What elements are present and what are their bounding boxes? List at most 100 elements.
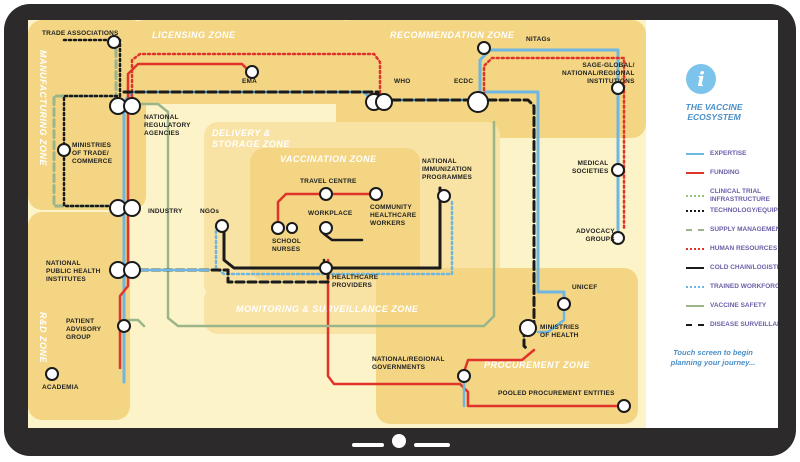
station-who-b bbox=[375, 93, 393, 111]
label-trade-associations[interactable]: TRADE ASSOCIATIONS bbox=[42, 30, 119, 37]
legend-label: DISEASE SURVEILLANCE bbox=[710, 321, 778, 328]
legend-item: EXPERTISE bbox=[686, 150, 746, 158]
legend-item: DISEASE SURVEILLANCE bbox=[686, 321, 778, 329]
label-ema[interactable]: EMA bbox=[242, 78, 258, 85]
station-community bbox=[369, 187, 383, 201]
station-workplace-b bbox=[271, 221, 285, 235]
station-ecdc bbox=[467, 91, 489, 113]
recommendation-zone bbox=[336, 20, 646, 138]
info-icon[interactable]: i bbox=[686, 64, 716, 94]
label-nip[interactable]: NATIONAL IMMUNIZATION PROGRAMMES bbox=[422, 158, 473, 181]
station-advocacy bbox=[611, 231, 625, 245]
touch-screen[interactable]: LICENSING ZONE RECOMMENDATION ZONE MANUF… bbox=[28, 20, 778, 428]
label-pooled-procurement[interactable]: POOLED PROCUREMENT ENTITIES bbox=[498, 390, 615, 397]
station-industry-b bbox=[123, 199, 141, 217]
label-medical-societies[interactable]: MEDICAL SOCIETIES bbox=[572, 160, 609, 175]
station-ministries-trade bbox=[57, 143, 71, 157]
legend-label: EXPERTISE bbox=[710, 150, 747, 157]
ecosystem-line-map bbox=[45, 35, 631, 413]
label-patient-advisory[interactable]: PATIENT ADVISORY GROUP bbox=[66, 318, 102, 341]
funding-line-2 bbox=[326, 258, 626, 408]
red-connector-line bbox=[462, 348, 536, 374]
legend-label: SUPPLY MANAGEMENT bbox=[710, 226, 778, 233]
legend-swatch bbox=[686, 248, 704, 250]
label-who[interactable]: WHO bbox=[394, 78, 411, 85]
legend-label: VACCINE SAFETY bbox=[710, 302, 767, 309]
station-nip bbox=[437, 189, 451, 203]
label-workplace[interactable]: WORKPLACE bbox=[308, 210, 353, 217]
station-medical-societies bbox=[611, 163, 625, 177]
vaccine-safety-line bbox=[118, 102, 496, 328]
licensing-zone-label: LICENSING ZONE bbox=[152, 30, 236, 40]
green-connector-line bbox=[122, 318, 146, 328]
cold-chain-line bbox=[222, 186, 442, 270]
home-button[interactable] bbox=[392, 434, 406, 448]
station-national-gov bbox=[457, 369, 471, 383]
label-nitags[interactable]: NITAGs bbox=[526, 36, 551, 43]
label-travel-centre[interactable]: TRAVEL CENTRE bbox=[300, 178, 357, 185]
procurement-zone bbox=[376, 268, 638, 424]
station-nitags bbox=[477, 41, 491, 55]
label-ministries-trade[interactable]: MINISTRIES OF TRADE/ COMMERCE bbox=[72, 142, 113, 165]
label-sage[interactable]: SAGE-GLOBAL/ NATIONAL/REGIONAL INSTITUTI… bbox=[562, 62, 635, 85]
legend-item: HUMAN RESOURCES bbox=[686, 245, 777, 253]
recommendation-zone-label: RECOMMENDATION ZONE bbox=[390, 30, 515, 40]
station-ema bbox=[245, 65, 259, 79]
label-ministries-health[interactable]: MINISTRIES OF HEALTH bbox=[540, 324, 580, 339]
legend-label: TECHNOLOGY/EQUIPMENT bbox=[710, 207, 778, 214]
legend-label: TRAINED WORKFORCE bbox=[710, 283, 778, 290]
label-advocacy[interactable]: ADVOCACY GROUPS bbox=[576, 228, 615, 243]
label-healthcare-providers[interactable]: HEALTHCARE PROVIDERS bbox=[332, 274, 379, 289]
funding-line bbox=[118, 62, 252, 370]
legend-item: FUNDING bbox=[686, 169, 740, 177]
station-sage bbox=[611, 81, 625, 95]
label-academia[interactable]: ACADEMIA bbox=[42, 384, 79, 391]
legend-swatch bbox=[686, 195, 704, 197]
technology-line bbox=[62, 38, 122, 208]
label-industry[interactable]: INDUSTRY bbox=[148, 208, 183, 215]
label-ecdc[interactable]: ECDC bbox=[454, 78, 474, 85]
frame-accent-left bbox=[352, 443, 384, 447]
label-ngos[interactable]: NGOs bbox=[200, 208, 220, 215]
station-academia bbox=[45, 367, 59, 381]
station-school-nurses bbox=[286, 222, 298, 234]
legend-swatch bbox=[686, 172, 704, 174]
legend-swatch bbox=[686, 210, 704, 212]
trained-workforce-line bbox=[214, 198, 454, 276]
manufacturing-zone bbox=[28, 20, 146, 210]
legend-swatch bbox=[686, 229, 704, 231]
legend-item: SUPPLY MANAGEMENT bbox=[686, 226, 778, 234]
station-unicef bbox=[557, 297, 571, 311]
station-travel-centre bbox=[319, 187, 333, 201]
label-nra[interactable]: NATIONAL REGULATORY AGENCIES bbox=[144, 114, 191, 137]
unicef-connector-line bbox=[536, 302, 566, 334]
vaccination-zone-label: VACCINATION ZONE bbox=[280, 154, 377, 164]
label-community[interactable]: COMMUNITY HEALTHCARE WORKERS bbox=[370, 204, 417, 227]
licensing-zone bbox=[130, 20, 356, 104]
station-ngos bbox=[215, 219, 229, 233]
legend-swatch bbox=[686, 267, 704, 269]
station-healthcare-providers bbox=[319, 261, 333, 275]
station-ministries-health bbox=[519, 319, 537, 337]
legend-swatch bbox=[686, 305, 704, 307]
station-patient-advisory bbox=[117, 319, 131, 333]
station-nra-b bbox=[123, 97, 141, 115]
legend-swatch bbox=[686, 324, 704, 326]
label-nphi[interactable]: NATIONAL PUBLIC HEALTH INSTITUTES bbox=[46, 260, 101, 283]
panel-cta[interactable]: Touch screen to begin planning your jour… bbox=[670, 348, 756, 367]
station-nphi-b bbox=[123, 261, 141, 279]
station-trade-associations bbox=[107, 35, 121, 49]
station-workplace-a bbox=[319, 221, 333, 235]
frame-accent-right bbox=[414, 443, 450, 447]
legend-item: CLINICAL TRIAL INFRASTRUCTURE bbox=[686, 188, 770, 204]
human-resources-line bbox=[130, 52, 382, 104]
legend-item: TRAINED WORKFORCE bbox=[686, 283, 778, 291]
label-national-gov[interactable]: NATIONAL/REGIONAL GOVERNMENTS bbox=[372, 356, 445, 371]
legend-item: VACCINE SAFETY bbox=[686, 302, 766, 310]
label-unicef[interactable]: UNICEF bbox=[572, 284, 598, 291]
legend-swatch bbox=[686, 153, 704, 155]
legend-item: COLD CHAIN/LOGISTICS bbox=[686, 264, 778, 272]
rd-zone bbox=[28, 212, 130, 420]
label-school-nurses[interactable]: SCHOOL NURSES bbox=[272, 238, 302, 253]
